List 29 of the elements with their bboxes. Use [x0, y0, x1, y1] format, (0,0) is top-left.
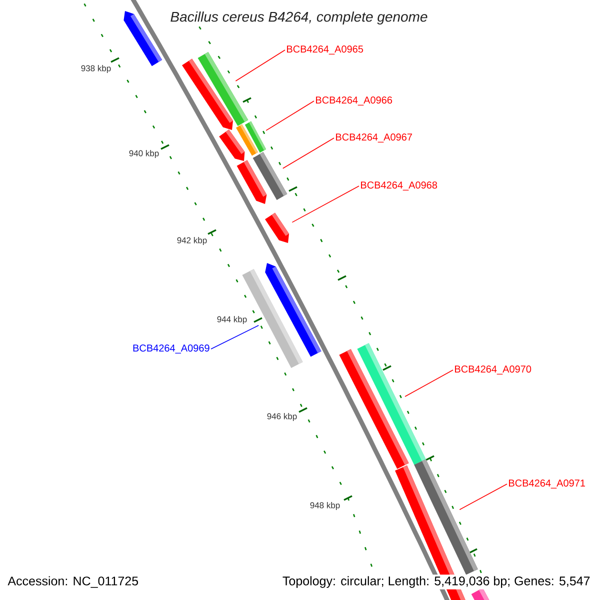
leader-line — [266, 100, 314, 131]
gene-label: BCB4264_A0966 — [316, 96, 392, 106]
tick-label: 938 kbp — [81, 65, 111, 73]
gene-label: BCB4264_A0968 — [361, 182, 438, 190]
title: Bacillus cereus B4264, complete genome — [170, 11, 428, 25]
leader-line — [459, 484, 508, 510]
leader-line — [404, 370, 454, 397]
tick-label: 942 kbp — [177, 237, 207, 245]
gene-label: BCB4264_A0970 — [455, 366, 532, 374]
accession-text: Accession: NC_011725 — [6, 574, 140, 590]
gene-bar — [339, 349, 409, 469]
gene-label: BCB4264_A0965 — [287, 46, 364, 54]
gene-bar — [265, 212, 289, 243]
tick-label: 946 kbp — [267, 413, 297, 421]
gene-bar — [124, 11, 162, 66]
tick-label: 948 kbp — [310, 502, 340, 510]
leader-line — [292, 186, 360, 223]
leader-line — [235, 50, 286, 82]
gene-label: BCB4264_A0967 — [336, 134, 412, 142]
gene-bar — [236, 160, 267, 204]
leader-line — [282, 138, 334, 169]
tick-label: 944 kbp — [217, 316, 247, 324]
gene-bar — [219, 130, 245, 161]
genome-info-text: Topology: circular; Length: 5,419,036 bp; Genes: 5,547 — [280, 574, 592, 590]
gene-label: BCB4264_A0971 — [509, 480, 585, 488]
leader-line — [210, 325, 260, 350]
tick-label: 940 kbp — [129, 150, 159, 158]
gene-label: BCB4264_A0969 — [133, 344, 210, 354]
gene-bar — [182, 58, 233, 130]
